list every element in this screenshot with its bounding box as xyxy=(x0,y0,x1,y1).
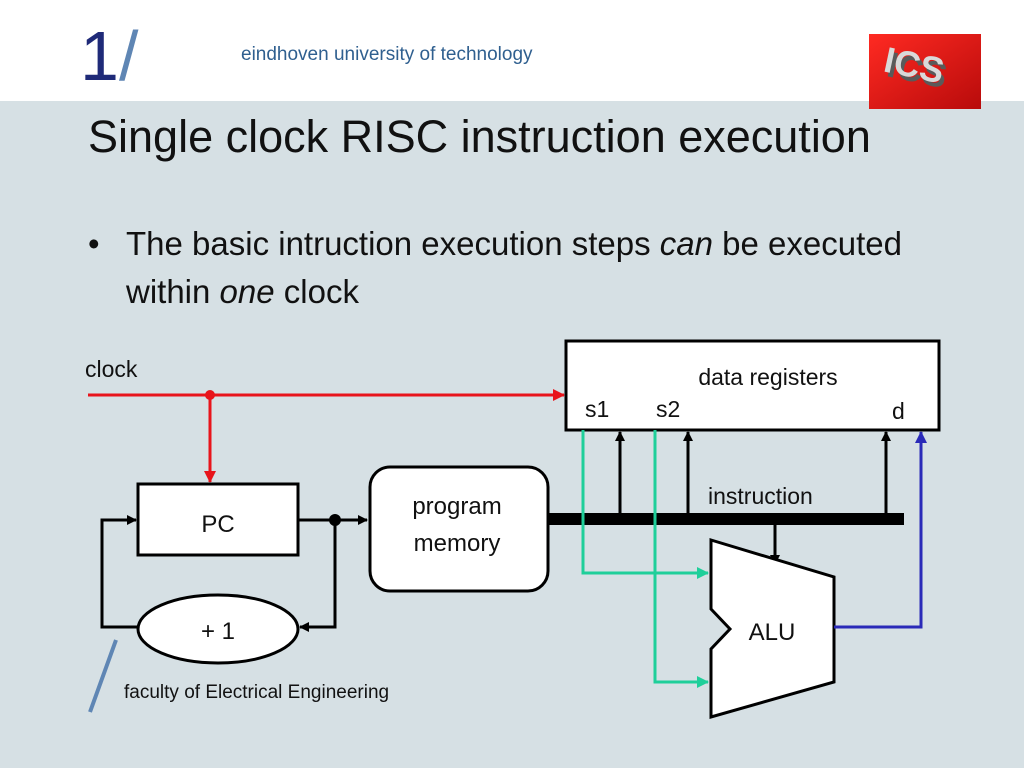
logo-mark-slash: / xyxy=(118,17,139,95)
s2-port-label: s2 xyxy=(656,396,680,422)
logo-mark-digit: 1 xyxy=(80,17,119,95)
tue-logo: 1/ xyxy=(80,18,138,94)
footer-slash-mark xyxy=(88,639,118,713)
bullet-text-emphasis-can: can xyxy=(659,225,714,262)
pc-label: PC xyxy=(201,511,234,538)
bullet-text: The basic intruction execution steps can… xyxy=(126,220,936,316)
alu xyxy=(709,537,836,719)
bullet-text-part3: clock xyxy=(274,273,359,310)
incrementer-to-pc-wire xyxy=(100,515,138,629)
alu-result-to-d-wire xyxy=(834,431,927,629)
data-registers-label: data registers xyxy=(698,364,837,390)
program-memory-label-line2: memory xyxy=(414,530,501,557)
bullet-text-part1: The basic intruction execution steps xyxy=(126,225,660,262)
alu-label: ALU xyxy=(749,619,796,646)
university-name: eindhoven university of technology xyxy=(241,44,533,65)
data-registers xyxy=(564,339,941,432)
bullet-text-part2: be executed within xyxy=(126,225,902,310)
header-band xyxy=(0,0,1024,101)
s2-to-alu-wire xyxy=(653,430,709,688)
bullet-text-emphasis-one: one xyxy=(219,273,275,310)
incrementer-label: + 1 xyxy=(201,618,235,645)
s1-port-label: s1 xyxy=(585,396,609,422)
instruction-bus xyxy=(548,513,904,525)
bullet-marker: • xyxy=(88,225,100,262)
program-memory-label-line1: program xyxy=(412,493,501,520)
d-port-label: d xyxy=(892,398,905,424)
instruction-label: instruction xyxy=(708,483,813,509)
ics-logo: ICS ICS xyxy=(869,34,981,109)
s1-to-alu-wire xyxy=(581,430,709,579)
clock-label: clock xyxy=(85,356,138,382)
faculty-name: faculty of Electrical Engineering xyxy=(124,682,390,703)
incrementer xyxy=(136,593,300,665)
slide-title: Single clock RISC instruction execution xyxy=(88,111,871,162)
pc-to-incrementer-wire xyxy=(299,520,337,632)
program-memory xyxy=(368,465,550,593)
